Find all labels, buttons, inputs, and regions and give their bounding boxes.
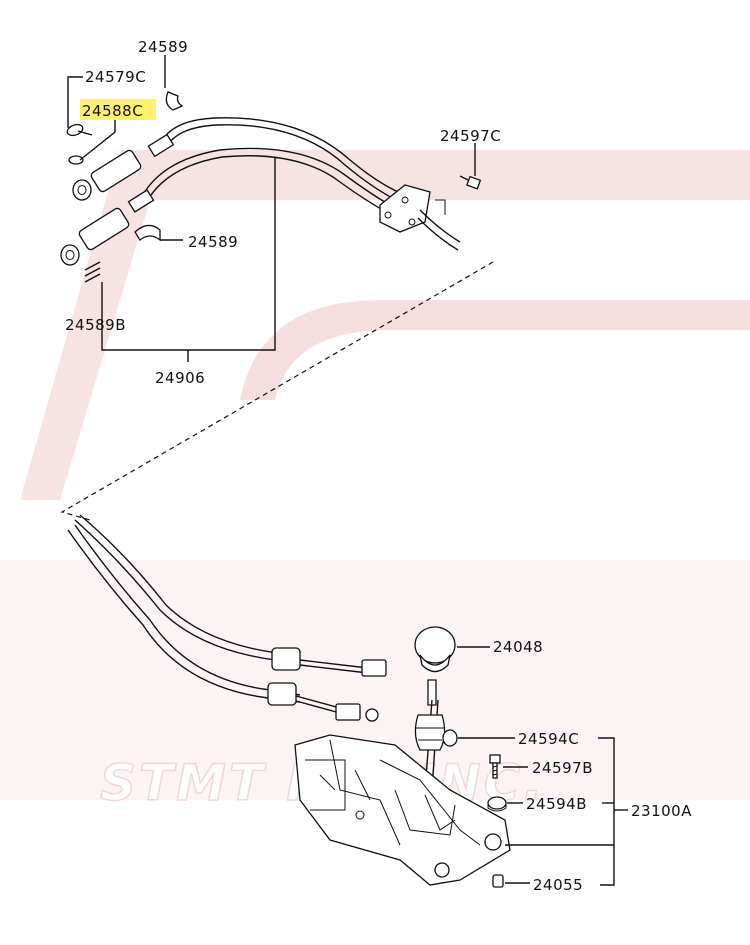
bushing-icon-c [442, 729, 458, 747]
label-24589B: 24589B [65, 316, 126, 334]
label-24906: 24906 [155, 369, 205, 387]
label-24048: 24048 [493, 638, 543, 656]
label-24589-mid: 24589 [188, 233, 238, 251]
cable-bracket [379, 184, 461, 251]
shifter-assembly [294, 626, 511, 888]
bolt-icon-small [492, 874, 504, 888]
label-23100A: 23100A [631, 802, 692, 820]
label-24594C: 24594C [518, 730, 579, 748]
bolt-icon-c [459, 175, 482, 190]
part-labels: 24589 24579C 24588C 24597C 24589 24589B … [65, 38, 692, 894]
label-24594B: 24594B [526, 795, 587, 813]
label-24597C: 24597C [440, 127, 501, 145]
label-24588C: 24588C [82, 102, 143, 120]
pin-icon [66, 123, 93, 137]
cable-end-upper [72, 133, 175, 201]
label-highlight [80, 99, 156, 120]
cable-end-lower [60, 189, 155, 266]
bushing-icon-b [487, 796, 507, 812]
label-24579C: 24579C [85, 68, 146, 86]
leader-lines-top [67, 55, 476, 362]
clip-icon-top [165, 91, 184, 111]
label-24589-top: 24589 [138, 38, 188, 56]
clip-b-icon [84, 261, 101, 283]
label-24597B: 24597B [532, 759, 593, 777]
cable-lower [67, 514, 387, 722]
washer-icon [68, 155, 84, 165]
dashed-link [60, 261, 494, 521]
leader-lines-bottom [457, 646, 628, 886]
label-24055: 24055 [533, 876, 583, 894]
bolt-icon-b [489, 754, 501, 779]
cable-assembly [60, 91, 482, 283]
knob-icon [414, 626, 456, 673]
